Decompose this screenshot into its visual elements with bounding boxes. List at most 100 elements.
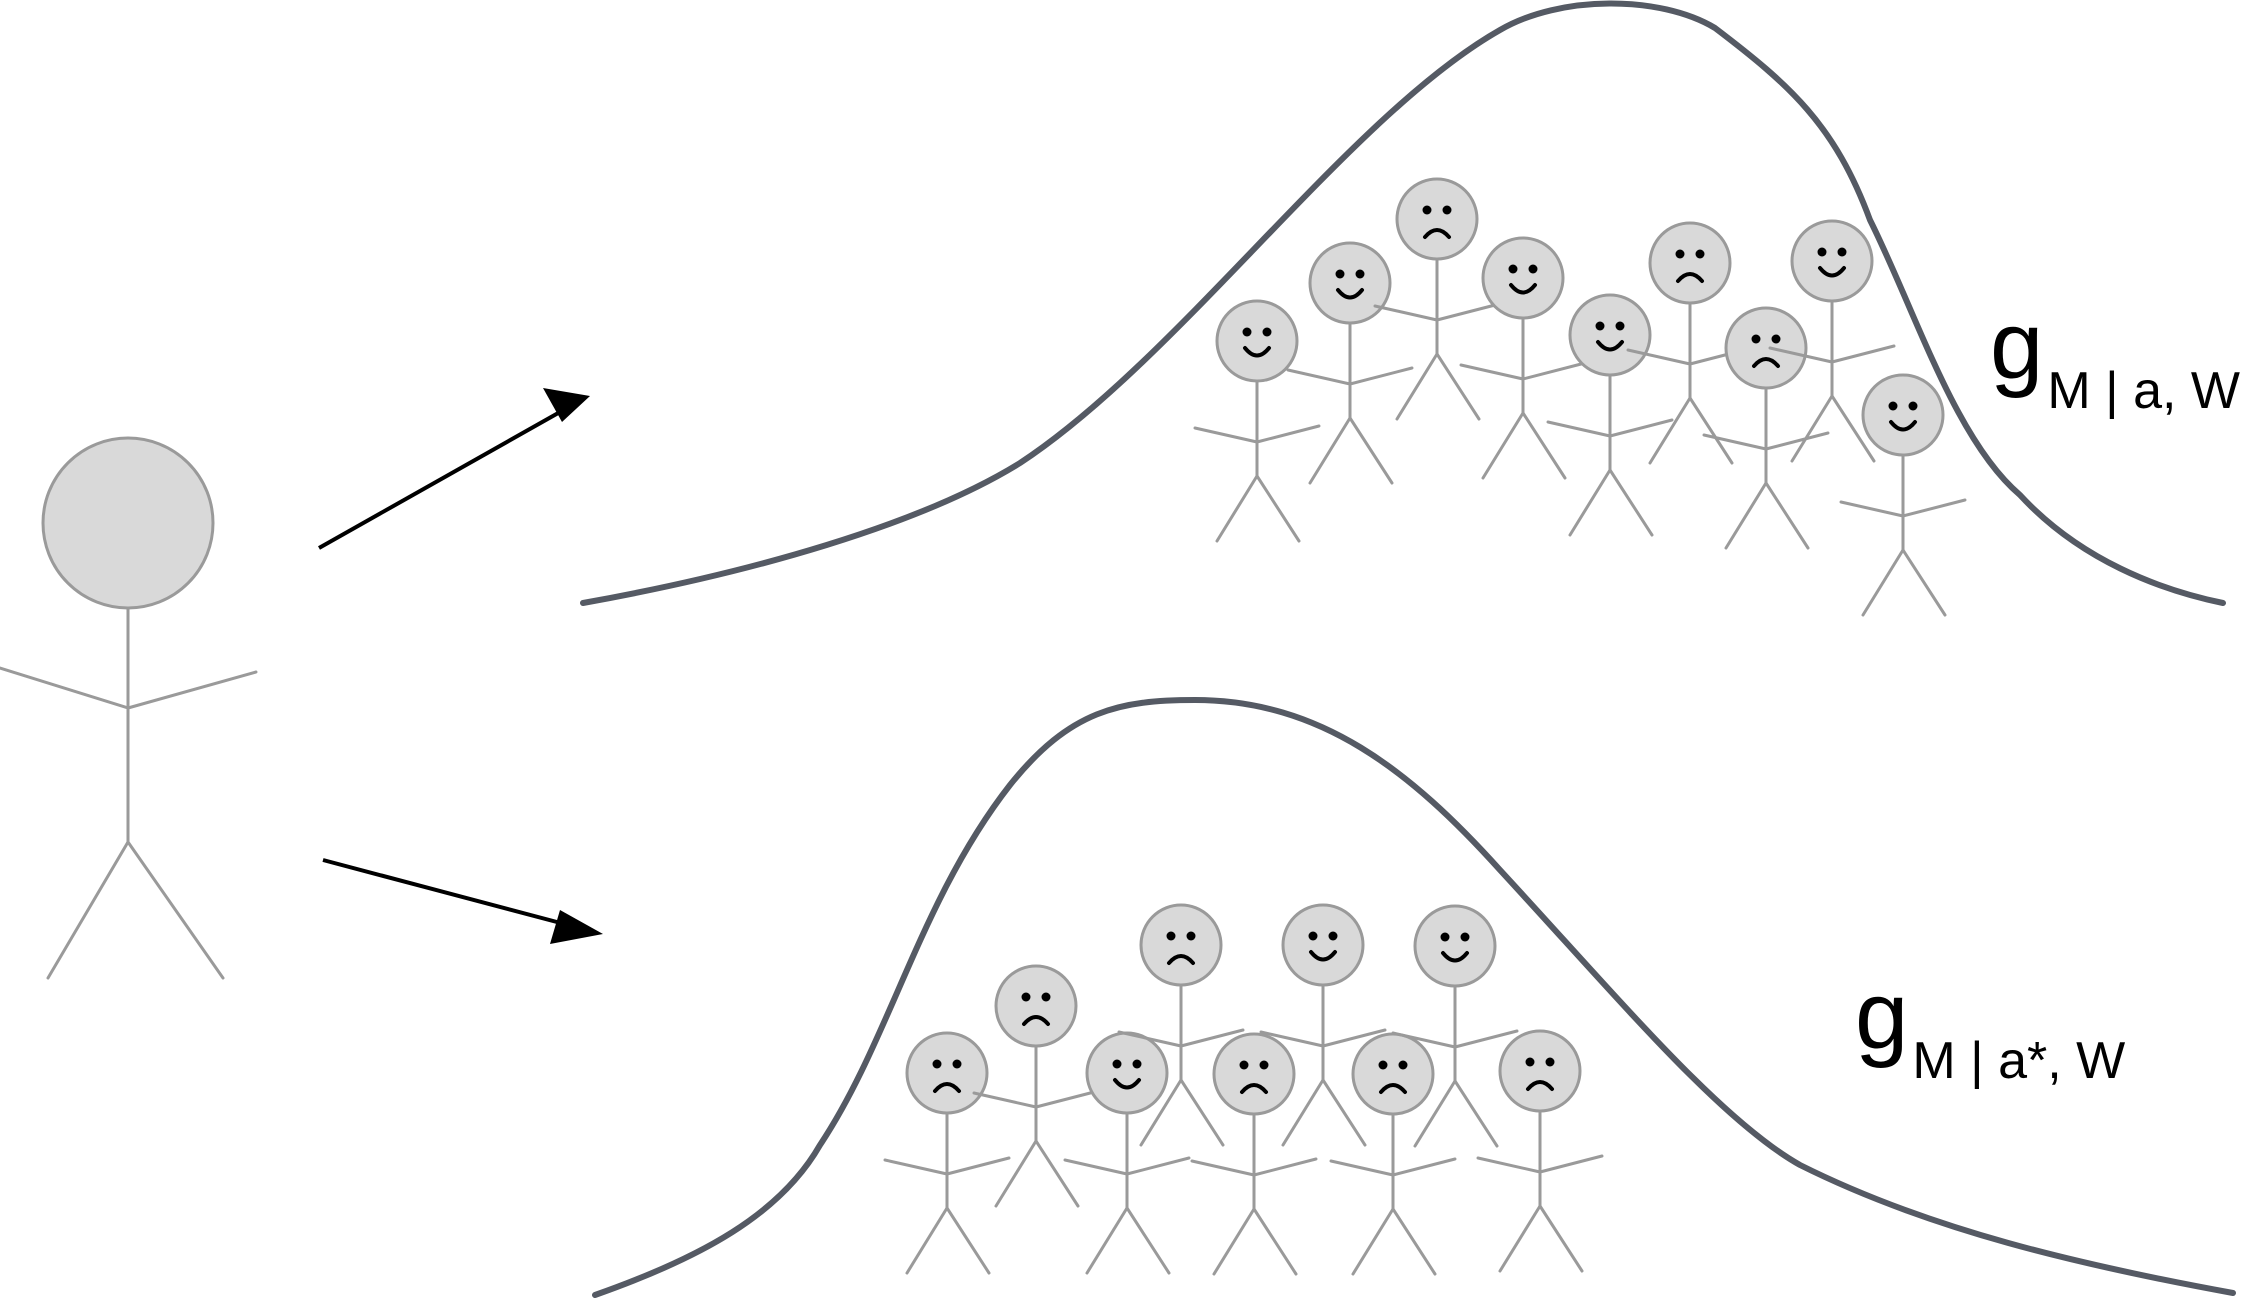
figure-eye (1908, 401, 1918, 411)
figure-eye (932, 1059, 942, 1069)
figure-left-leg (1085, 1206, 1129, 1275)
person-figure (1626, 221, 1754, 465)
figure-left-leg (1648, 396, 1692, 465)
person-figure (1286, 241, 1414, 485)
figure-left-leg (1351, 1207, 1395, 1276)
figure-eye (1186, 931, 1196, 941)
figure-right-leg (1391, 1207, 1437, 1276)
smile-mouth (1309, 950, 1337, 962)
figure-eye (1751, 334, 1761, 344)
figure-head (1215, 299, 1299, 383)
figure-left-arm (1329, 1159, 1395, 1177)
figure-left-leg (905, 1206, 949, 1275)
figure-left-arm (883, 1158, 949, 1176)
figure-right-leg (1608, 468, 1654, 537)
figure-right-arm (1764, 431, 1830, 451)
figure-right-leg (1901, 548, 1947, 617)
figure-right-arm (1255, 424, 1321, 444)
individual-head (41, 436, 215, 610)
top-population (1193, 177, 1967, 617)
person-figure (1768, 219, 1896, 463)
figure-eye (1308, 931, 1318, 941)
smile-mouth (1509, 283, 1537, 295)
individual-figure (0, 436, 258, 980)
smile-mouth (1818, 266, 1846, 278)
figure-right-arm (945, 1156, 1011, 1176)
figure-left-arm (1286, 368, 1352, 386)
arrow-to-top-distribution (318, 388, 590, 550)
smile-mouth (1336, 288, 1364, 300)
figure-right-arm (1348, 366, 1414, 386)
smile-mouth (1243, 346, 1271, 358)
figure-left-arm (1839, 500, 1905, 518)
figure-head (1790, 219, 1874, 303)
person-figure (1373, 177, 1501, 421)
figure-right-leg (1255, 474, 1301, 543)
figure-left-arm (1546, 420, 1612, 438)
figure-right-arm (1901, 498, 1967, 518)
bottom-label-subscript: M | a*, W (1912, 1032, 2126, 1090)
figure-head (1648, 221, 1732, 305)
figure-eye (1262, 327, 1272, 337)
figure-right-leg (1125, 1206, 1171, 1275)
figure-left-leg (1215, 474, 1259, 543)
figure-right-arm (1321, 1028, 1387, 1048)
frown-mouth (1423, 228, 1451, 239)
figure-right-arm (1608, 418, 1674, 438)
bottom-distribution-label: gM | a*, W (1855, 968, 2125, 1088)
person-figure (1839, 373, 1967, 617)
figure-left-leg (1308, 416, 1352, 485)
frown-mouth (1526, 1080, 1554, 1091)
figure-right-leg (1321, 1078, 1367, 1147)
figure-left-leg (1212, 1207, 1256, 1276)
figure-left-arm (1476, 1156, 1542, 1174)
individual-right-arm (126, 670, 258, 710)
figure-left-leg (1861, 548, 1905, 617)
figure-head (1308, 241, 1392, 325)
figure-left-arm (1259, 1030, 1325, 1048)
figure-eye (952, 1059, 962, 1069)
figure-right-arm (1453, 1029, 1519, 1049)
figure-right-leg (945, 1206, 991, 1275)
figure-eye (1239, 1060, 1249, 1070)
bottom-distribution-curve (592, 697, 2236, 1298)
figure-right-leg (1538, 1204, 1584, 1273)
individual-left-leg (46, 840, 130, 980)
person-figure (1117, 903, 1245, 1147)
smile-mouth (1596, 340, 1624, 352)
figure-right-leg (1179, 1078, 1225, 1147)
figure-eye (1675, 249, 1685, 259)
figure-head (1395, 177, 1479, 261)
figure-eye (1328, 931, 1338, 941)
figure-right-leg (1764, 481, 1810, 550)
figure-right-leg (1348, 416, 1394, 485)
figure-eye (1132, 1059, 1142, 1069)
person-figure (1702, 306, 1830, 550)
figure-left-leg (1139, 1078, 1183, 1147)
figure-right-leg (1830, 394, 1876, 463)
frown-mouth (1022, 1015, 1050, 1026)
figure-right-arm (1521, 361, 1587, 381)
figure-eye (1041, 992, 1051, 1002)
figure-head (1281, 903, 1365, 987)
figure-eye (1545, 1057, 1555, 1067)
person-figure (1459, 236, 1587, 480)
smile-mouth (1441, 951, 1469, 963)
figure-eye (1112, 1059, 1122, 1069)
figure-left-leg (1790, 394, 1834, 463)
figure-left-arm (1626, 348, 1692, 366)
figure-head (1413, 904, 1497, 988)
figure-left-leg (994, 1139, 1038, 1208)
figure-eye (1615, 321, 1625, 331)
figure-eye (1378, 1060, 1388, 1070)
figure-left-arm (972, 1091, 1038, 1109)
figure-right-arm (1125, 1156, 1191, 1176)
figure-right-arm (1435, 302, 1501, 322)
figure-head (1498, 1029, 1582, 1113)
figure-left-arm (1768, 346, 1834, 364)
figure-eye (1440, 932, 1450, 942)
figure-right-arm (1830, 344, 1896, 364)
person-figure (972, 964, 1100, 1208)
figure-left-arm (1373, 304, 1439, 322)
